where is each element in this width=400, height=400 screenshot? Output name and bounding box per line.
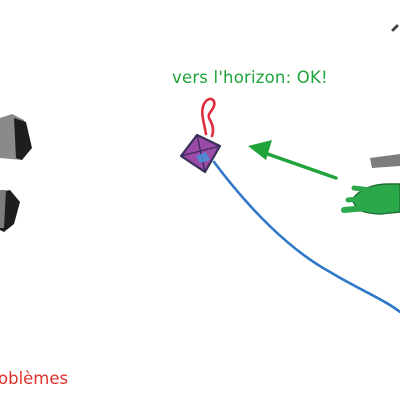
arrow-left-icon	[248, 140, 338, 180]
problems-caption: oblèmes	[0, 369, 69, 388]
boot-upper-icon	[0, 114, 32, 160]
sleeve	[370, 154, 400, 168]
kite-line	[212, 160, 400, 314]
hand-icon	[341, 183, 400, 215]
kite-tail	[201, 97, 216, 138]
stroke-mark	[391, 24, 399, 32]
success-caption: vers l'horizon: OK!	[172, 68, 328, 87]
kite-icon	[179, 133, 222, 174]
boot-lower-icon	[0, 190, 20, 232]
